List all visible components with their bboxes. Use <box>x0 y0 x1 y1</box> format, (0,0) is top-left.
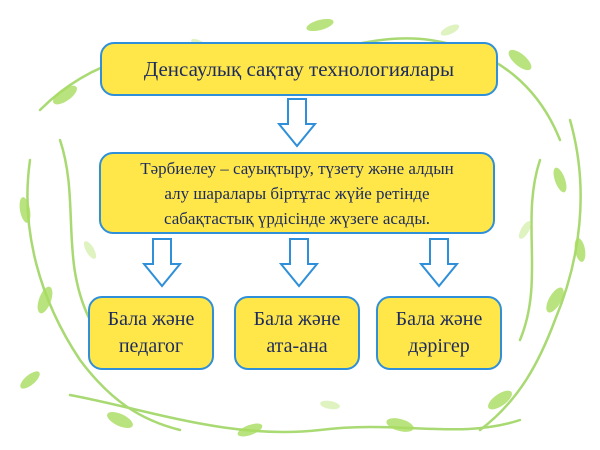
title-box: Денсаулық сақтау технологиялары <box>100 42 498 96</box>
main-box: Тәрбиелеу – сауықтыру, түзету және алдын… <box>99 152 495 234</box>
child-box-line: Бала және <box>395 308 483 330</box>
child-box-parent: Бала және ата-ана <box>234 296 360 370</box>
child-box-line: Бала және <box>107 308 195 330</box>
child-box-line: дәрігер <box>408 335 470 357</box>
main-text-line: сабақтастық үрдісінде жүзеге асады. <box>163 208 430 228</box>
child-box-teacher: Бала және педагог <box>88 296 214 370</box>
down-arrow-to-child-2 <box>419 238 459 288</box>
down-arrow-to-child-0 <box>142 238 182 288</box>
child-box-line: педагог <box>118 335 184 357</box>
title-text: Денсаулық сақтау технологиялары <box>143 56 455 81</box>
main-text: Тәрбиелеу – сауықтыру, түзету және алдын… <box>140 156 454 231</box>
child-box-line: Бала және <box>253 308 341 330</box>
down-arrow-title-to-main <box>277 98 317 148</box>
child-box-line: ата-ана <box>266 335 328 357</box>
main-text-line: алу шаралары біртұтас жүйе ретінде <box>164 183 430 203</box>
down-arrow-to-child-1 <box>279 238 319 288</box>
child-box-doctor: Бала және дәрігер <box>376 296 502 370</box>
main-text-line: Тәрбиелеу – сауықтыру, түзету және алдын <box>140 158 454 178</box>
